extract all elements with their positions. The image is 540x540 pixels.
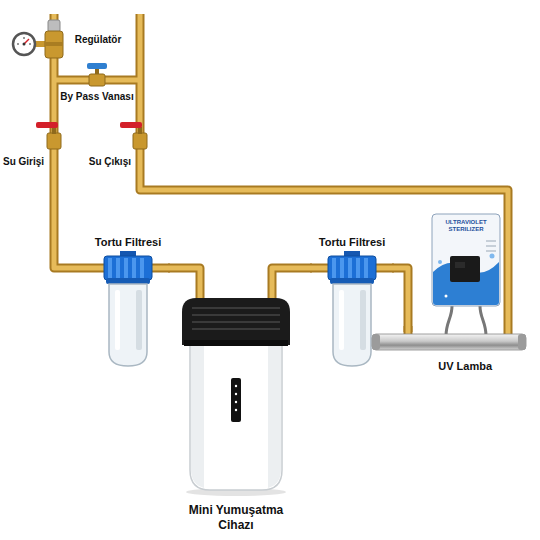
uv-controller-drawing-part	[486, 241, 496, 242]
softener-drawing-part	[268, 343, 281, 488]
sediment-filter-drawing	[104, 251, 152, 366]
water-softener: Mini Yumuşatma Cihazı	[176, 298, 296, 534]
pressure-regulator-part	[45, 31, 63, 58]
softener-drawing-part	[192, 328, 280, 330]
pressure-gauge-part	[13, 33, 35, 55]
sediment-filter: Tortu Filtresi	[312, 236, 392, 368]
part-label: Regülatör	[75, 34, 122, 46]
pressure-regulator-part	[48, 20, 60, 32]
uv-controller-drawing-part	[445, 295, 448, 298]
softener-drawing-part	[192, 321, 280, 323]
part-label: By Pass Vanası	[60, 91, 133, 103]
softener-drawing-part	[190, 342, 282, 490]
uv-controller-drawing-part	[446, 306, 452, 336]
pipe-outline	[272, 268, 312, 298]
softener-drawing	[182, 298, 290, 496]
pipe-fill	[272, 268, 312, 298]
node-label: Tortu Filtresi	[95, 236, 161, 249]
node-label: Mini Yumuşatma Cihazı	[180, 503, 292, 532]
pressure-gauge	[13, 33, 48, 55]
part-label: Su Çıkışı	[89, 156, 131, 168]
pipe-fill	[392, 268, 408, 332]
inlet-valve-part	[52, 127, 56, 134]
bypass-valve-part	[87, 63, 107, 69]
node-label: Tortu Filtresi	[319, 236, 385, 249]
pipe-outline	[392, 268, 408, 332]
softener-drawing-part	[235, 409, 237, 411]
pipe-fill	[168, 268, 200, 298]
brass-pipe-part	[310, 266, 330, 271]
outlet-valve-part	[133, 133, 147, 149]
uv-controller-drawing-part	[490, 254, 495, 259]
uv-controller-drawing-part	[486, 251, 496, 252]
uv-tube-drawing-part	[372, 334, 380, 350]
brass-pipe-part	[150, 266, 170, 271]
pressure-gauge-part	[17, 44, 19, 45]
softener-drawing-part	[235, 401, 237, 403]
bypass-valve	[87, 63, 107, 86]
inlet-valve	[36, 122, 61, 149]
outlet-valve-part	[138, 127, 142, 134]
uv-tube-drawing	[372, 334, 526, 350]
uv-controller-drawing-part	[486, 246, 496, 247]
brass-pipe-part	[374, 264, 394, 273]
bypass-valve-part	[89, 74, 105, 86]
pipe-connector	[168, 268, 200, 298]
pressure-regulator	[45, 20, 63, 58]
brass-pipe-part	[310, 264, 330, 273]
uv-controller-drawing	[432, 214, 500, 336]
sediment-filter-drawing	[328, 251, 376, 366]
inlet-valve-part	[47, 133, 61, 149]
softener-drawing-part	[182, 298, 290, 345]
softener-drawing-part	[235, 385, 237, 387]
brass-pipe-part	[374, 266, 394, 271]
pipe-connector	[392, 268, 408, 332]
brass-pipe-part	[150, 264, 170, 273]
softener-drawing-part	[231, 378, 241, 422]
node-label: UV Lamba	[438, 360, 492, 373]
softener-drawing-part	[184, 340, 288, 346]
pressure-gauge-part	[24, 37, 25, 39]
sediment-filter: Tortu Filtresi	[88, 236, 168, 368]
softener-drawing-part	[192, 307, 280, 309]
outlet-valve-part	[120, 122, 142, 128]
brass-pipe-part	[140, 14, 508, 336]
pressure-gauge-part	[23, 43, 26, 46]
device-label: ULTRAVIOLET STERILIZER	[435, 219, 497, 233]
inlet-valve-part	[36, 122, 58, 128]
uv-controller-drawing-part	[480, 306, 486, 336]
uv-controller-drawing-part	[432, 214, 500, 306]
softener-drawing-part	[235, 393, 237, 395]
softener-drawing-part	[192, 314, 280, 316]
uv-controller-drawing-part	[450, 256, 480, 282]
pipe-connector	[272, 268, 312, 298]
pipe-outline	[168, 268, 200, 298]
uv-tube-drawing-part	[372, 334, 526, 350]
pressure-regulator-part	[45, 42, 63, 46]
uv-controller-drawing-part	[438, 260, 442, 264]
uv-controller-drawing-part	[455, 262, 465, 268]
pressure-gauge-part	[29, 44, 31, 45]
uv-tube-drawing-part	[518, 334, 526, 350]
brass-pipe-part	[140, 14, 508, 336]
part-label: Su Girişi	[3, 156, 44, 168]
outlet-valve	[120, 122, 147, 149]
softener-drawing-part	[191, 343, 204, 488]
uv-lamp: UV Lamba	[368, 332, 530, 374]
